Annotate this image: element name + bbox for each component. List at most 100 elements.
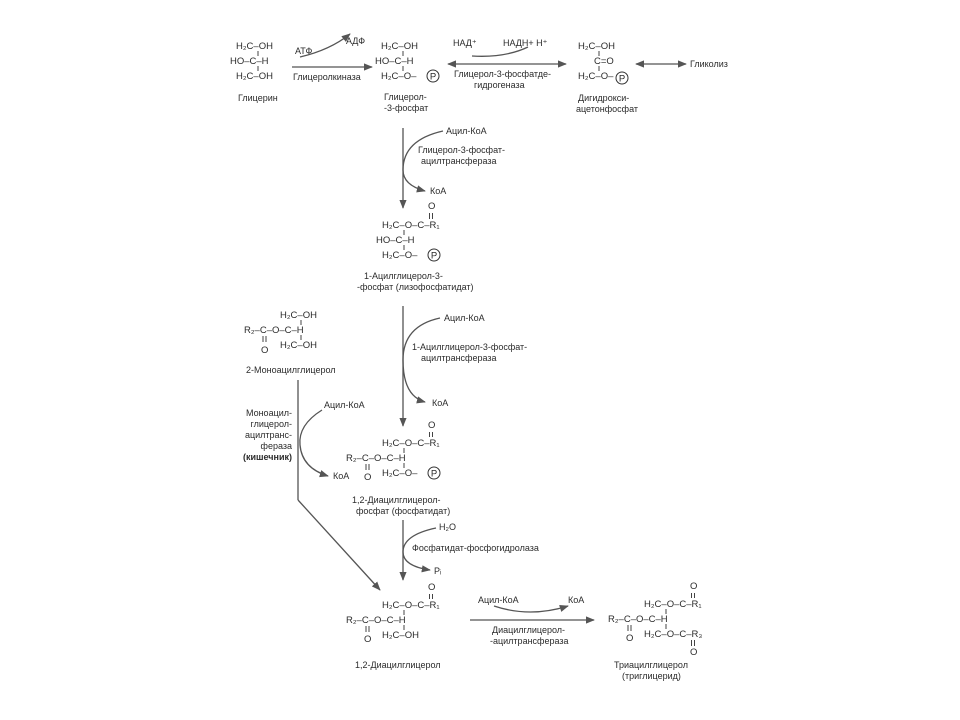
cofactor-nad: НАД⁺ bbox=[453, 38, 477, 48]
pa-line-1: H₂C–O–C–R₁ bbox=[382, 438, 440, 449]
step-mag-acyltransferase: Ацил-КоА Моноацил- глицерол- ацилтранс- … bbox=[243, 380, 381, 591]
product-coa: КоА bbox=[432, 398, 448, 408]
dhap-name-1: Дигидрокси- bbox=[578, 93, 629, 103]
g3p-line-2: HO–C–H bbox=[375, 56, 414, 67]
pa-line-3: H₂C–O– bbox=[382, 468, 418, 479]
phosphate-label: P bbox=[430, 72, 436, 83]
enzyme-glycerol-kinase: Глицеролкиназа bbox=[293, 72, 361, 82]
product-coa: КоА bbox=[568, 595, 584, 605]
substrate-acyl-coa: Ацил-КоА bbox=[446, 126, 487, 136]
phosphate-label: P bbox=[619, 74, 625, 85]
enzyme-mgat-3: ацилтранс- bbox=[245, 430, 292, 440]
dhap-line-1: H₂C–OH bbox=[578, 41, 615, 52]
cofactor-arc bbox=[471, 46, 529, 57]
tag-line-1: H₂C–O–C–R₁ bbox=[644, 599, 702, 610]
phosphate-circle bbox=[426, 69, 440, 83]
glycerol-line-1: H₂C–OH bbox=[236, 41, 273, 52]
tag-carbonyl-mid: O bbox=[626, 633, 633, 644]
product-coa: КоА bbox=[430, 186, 446, 196]
lpa-line-2: HO–C–H bbox=[376, 235, 415, 246]
g3p-name-1: Глицерол- bbox=[384, 92, 427, 102]
substrate-acyl-coa: Ацил-КоА bbox=[478, 595, 519, 605]
pa-line-2: R₂–C–O–C–H bbox=[346, 453, 406, 464]
mag-line-1: H₂C–OH bbox=[280, 310, 317, 321]
enzyme-mgat-1: Моноацил- bbox=[246, 408, 292, 418]
step-phosphatidate-phosphohydrolase: H₂O Фосфатидат-фосфогидролаза Pᵢ bbox=[399, 520, 539, 581]
enzyme-dgat-1: Диацилглицерол- bbox=[492, 625, 565, 635]
tag-name-1: Триацилглицерол bbox=[614, 660, 688, 670]
tag-line-3: H₂C–O–C–R₃ bbox=[644, 629, 702, 640]
phosphate-label: P bbox=[431, 469, 437, 480]
glycerol-line-2: HO–C–H bbox=[230, 56, 269, 67]
step-glycerol-kinase: АТФ АДФ Глицеролкиназа bbox=[292, 33, 373, 82]
phosphate-circle bbox=[427, 248, 441, 262]
enzyme-g3p-dh-2: гидрогеназа bbox=[474, 80, 525, 90]
step-g3p-acyltransferase: Ацил-КоА Глицерол-3-фосфат- ацилтрансфер… bbox=[399, 126, 505, 209]
monoacylglycerol-structure: H₂C–OH R₂–C–O–C–H H₂C–OH O 2-Моноацилгли… bbox=[244, 310, 336, 375]
lpa-name-2: -фосфат (лизофосфатидат) bbox=[357, 282, 474, 292]
substrate-acyl-coa: Ацил-КоА bbox=[324, 400, 365, 410]
phosphate-circle bbox=[615, 71, 629, 85]
pa-carbonyl: O bbox=[428, 420, 435, 431]
substrate-acyl-coa: Ацил-КоА bbox=[444, 313, 485, 323]
cofactor-arc bbox=[402, 527, 437, 573]
enzyme-gpat-1: Глицерол-3-фосфат- bbox=[418, 145, 505, 155]
dag-name: 1,2-Диацилглицерол bbox=[355, 660, 441, 670]
branch-arrow bbox=[297, 499, 381, 591]
tag-name-2: (триглицерид) bbox=[622, 671, 681, 681]
dhap-name-2: ацетонфосфат bbox=[576, 104, 638, 114]
substrate-water: H₂O bbox=[439, 522, 456, 532]
dag-line-1: H₂C–O–C–R₁ bbox=[382, 600, 440, 611]
glycerol-structure: H₂C–OH HO–C–H H₂C–OH Глицерин bbox=[230, 41, 278, 103]
enzyme-gpat-2: ацилтрансфераза bbox=[421, 156, 497, 166]
enzyme-pap: Фосфатидат-фосфогидролаза bbox=[412, 543, 539, 553]
lpa-name-1: 1-Ацилглицерол-3- bbox=[364, 271, 443, 281]
glycerol-line-3: H₂C–OH bbox=[236, 71, 273, 82]
product-pi: Pᵢ bbox=[434, 566, 441, 576]
tissue-intestine: (кишечник) bbox=[243, 452, 292, 462]
dhap-line-2: C=O bbox=[594, 56, 614, 67]
enzyme-dgat-2: -ацилтрансфераза bbox=[490, 636, 569, 646]
cofactor-atp: АТФ bbox=[295, 46, 312, 56]
dag-carbonyl: O bbox=[428, 582, 435, 593]
dhap-line-3: H₂C–O– bbox=[578, 71, 614, 82]
dag-line-3: H₂C–OH bbox=[382, 630, 419, 641]
phosphate-label: P bbox=[431, 251, 437, 262]
step-lpa-acyltransferase: Ацил-КоА 1-Ацилглицерол-3-фосфат- ацилтр… bbox=[399, 306, 527, 427]
tag-carbonyl-top: O bbox=[690, 581, 697, 592]
g3p-name-2: -3-фосфат bbox=[384, 103, 428, 113]
dhap-structure: H₂C–OH C=O H₂C–O– P Дигидрокси- ацетонфо… bbox=[576, 41, 728, 114]
mag-line-3: H₂C–OH bbox=[280, 340, 317, 351]
diacylglycerol-structure: O H₂C–O–C–R₁ R₂–C–O–C–H H₂C–OH O 1,2-Диа… bbox=[346, 582, 441, 670]
lpa-line-3: H₂C–O– bbox=[382, 250, 418, 261]
cofactor-arc bbox=[402, 317, 441, 404]
step-g3p-dehydrogenase: НАД⁺ НАДН+ Н⁺ Глицерол-3-фосфатде- гидро… bbox=[447, 38, 567, 90]
glycerol-name: Глицерин bbox=[238, 93, 278, 103]
cofactor-arc bbox=[402, 130, 444, 193]
dag-lower-carbonyl: O bbox=[364, 634, 371, 645]
lpa-carbonyl: O bbox=[428, 201, 435, 212]
cofactor-arc bbox=[299, 409, 329, 478]
enzyme-lpaat-1: 1-Ацилглицерол-3-фосфат- bbox=[412, 342, 527, 352]
cofactor-adp: АДФ bbox=[346, 36, 365, 46]
step-dag-acyltransferase: Ацил-КоА КоА Диацилглицерол- -ацилтрансф… bbox=[470, 595, 595, 646]
dag-line-2: R₂–C–O–C–H bbox=[346, 615, 406, 626]
g3p-line-1: H₂C–OH bbox=[381, 41, 418, 52]
mag-carbonyl: O bbox=[261, 345, 268, 356]
enzyme-mgat-4: фераза bbox=[261, 441, 292, 451]
tag-line-2: R₂–C–O–C–H bbox=[608, 614, 668, 625]
glycolysis-label: Гликолиз bbox=[690, 59, 728, 69]
enzyme-lpaat-2: ацилтрансфераза bbox=[421, 353, 497, 363]
g3p-line-3: H₂C–O– bbox=[381, 71, 417, 82]
enzyme-mgat-2: глицерол- bbox=[251, 419, 292, 429]
tag-carbonyl-bottom: O bbox=[690, 647, 697, 658]
lysophosphatidate-structure: O H₂C–O–C–R₁ HO–C–H H₂C–O– P 1-Ацилглице… bbox=[357, 201, 474, 292]
glycerol-3-phosphate-structure: H₂C–OH HO–C–H H₂C–O– P Глицерол- -3-фосф… bbox=[375, 41, 440, 113]
pa-name-2: фосфат (фосфатидат) bbox=[356, 506, 450, 516]
mag-name: 2-Моноацилглицерол bbox=[246, 365, 336, 375]
mag-line-2: R₂–C–O–C–H bbox=[244, 325, 304, 336]
triacylglycerol-structure: O H₂C–O–C–R₁ R₂–C–O–C–H H₂C–O–C–R₃ O O Т… bbox=[608, 581, 702, 681]
cofactor-arc bbox=[493, 604, 569, 613]
pa-name-1: 1,2-Диацилглицерол- bbox=[352, 495, 441, 505]
